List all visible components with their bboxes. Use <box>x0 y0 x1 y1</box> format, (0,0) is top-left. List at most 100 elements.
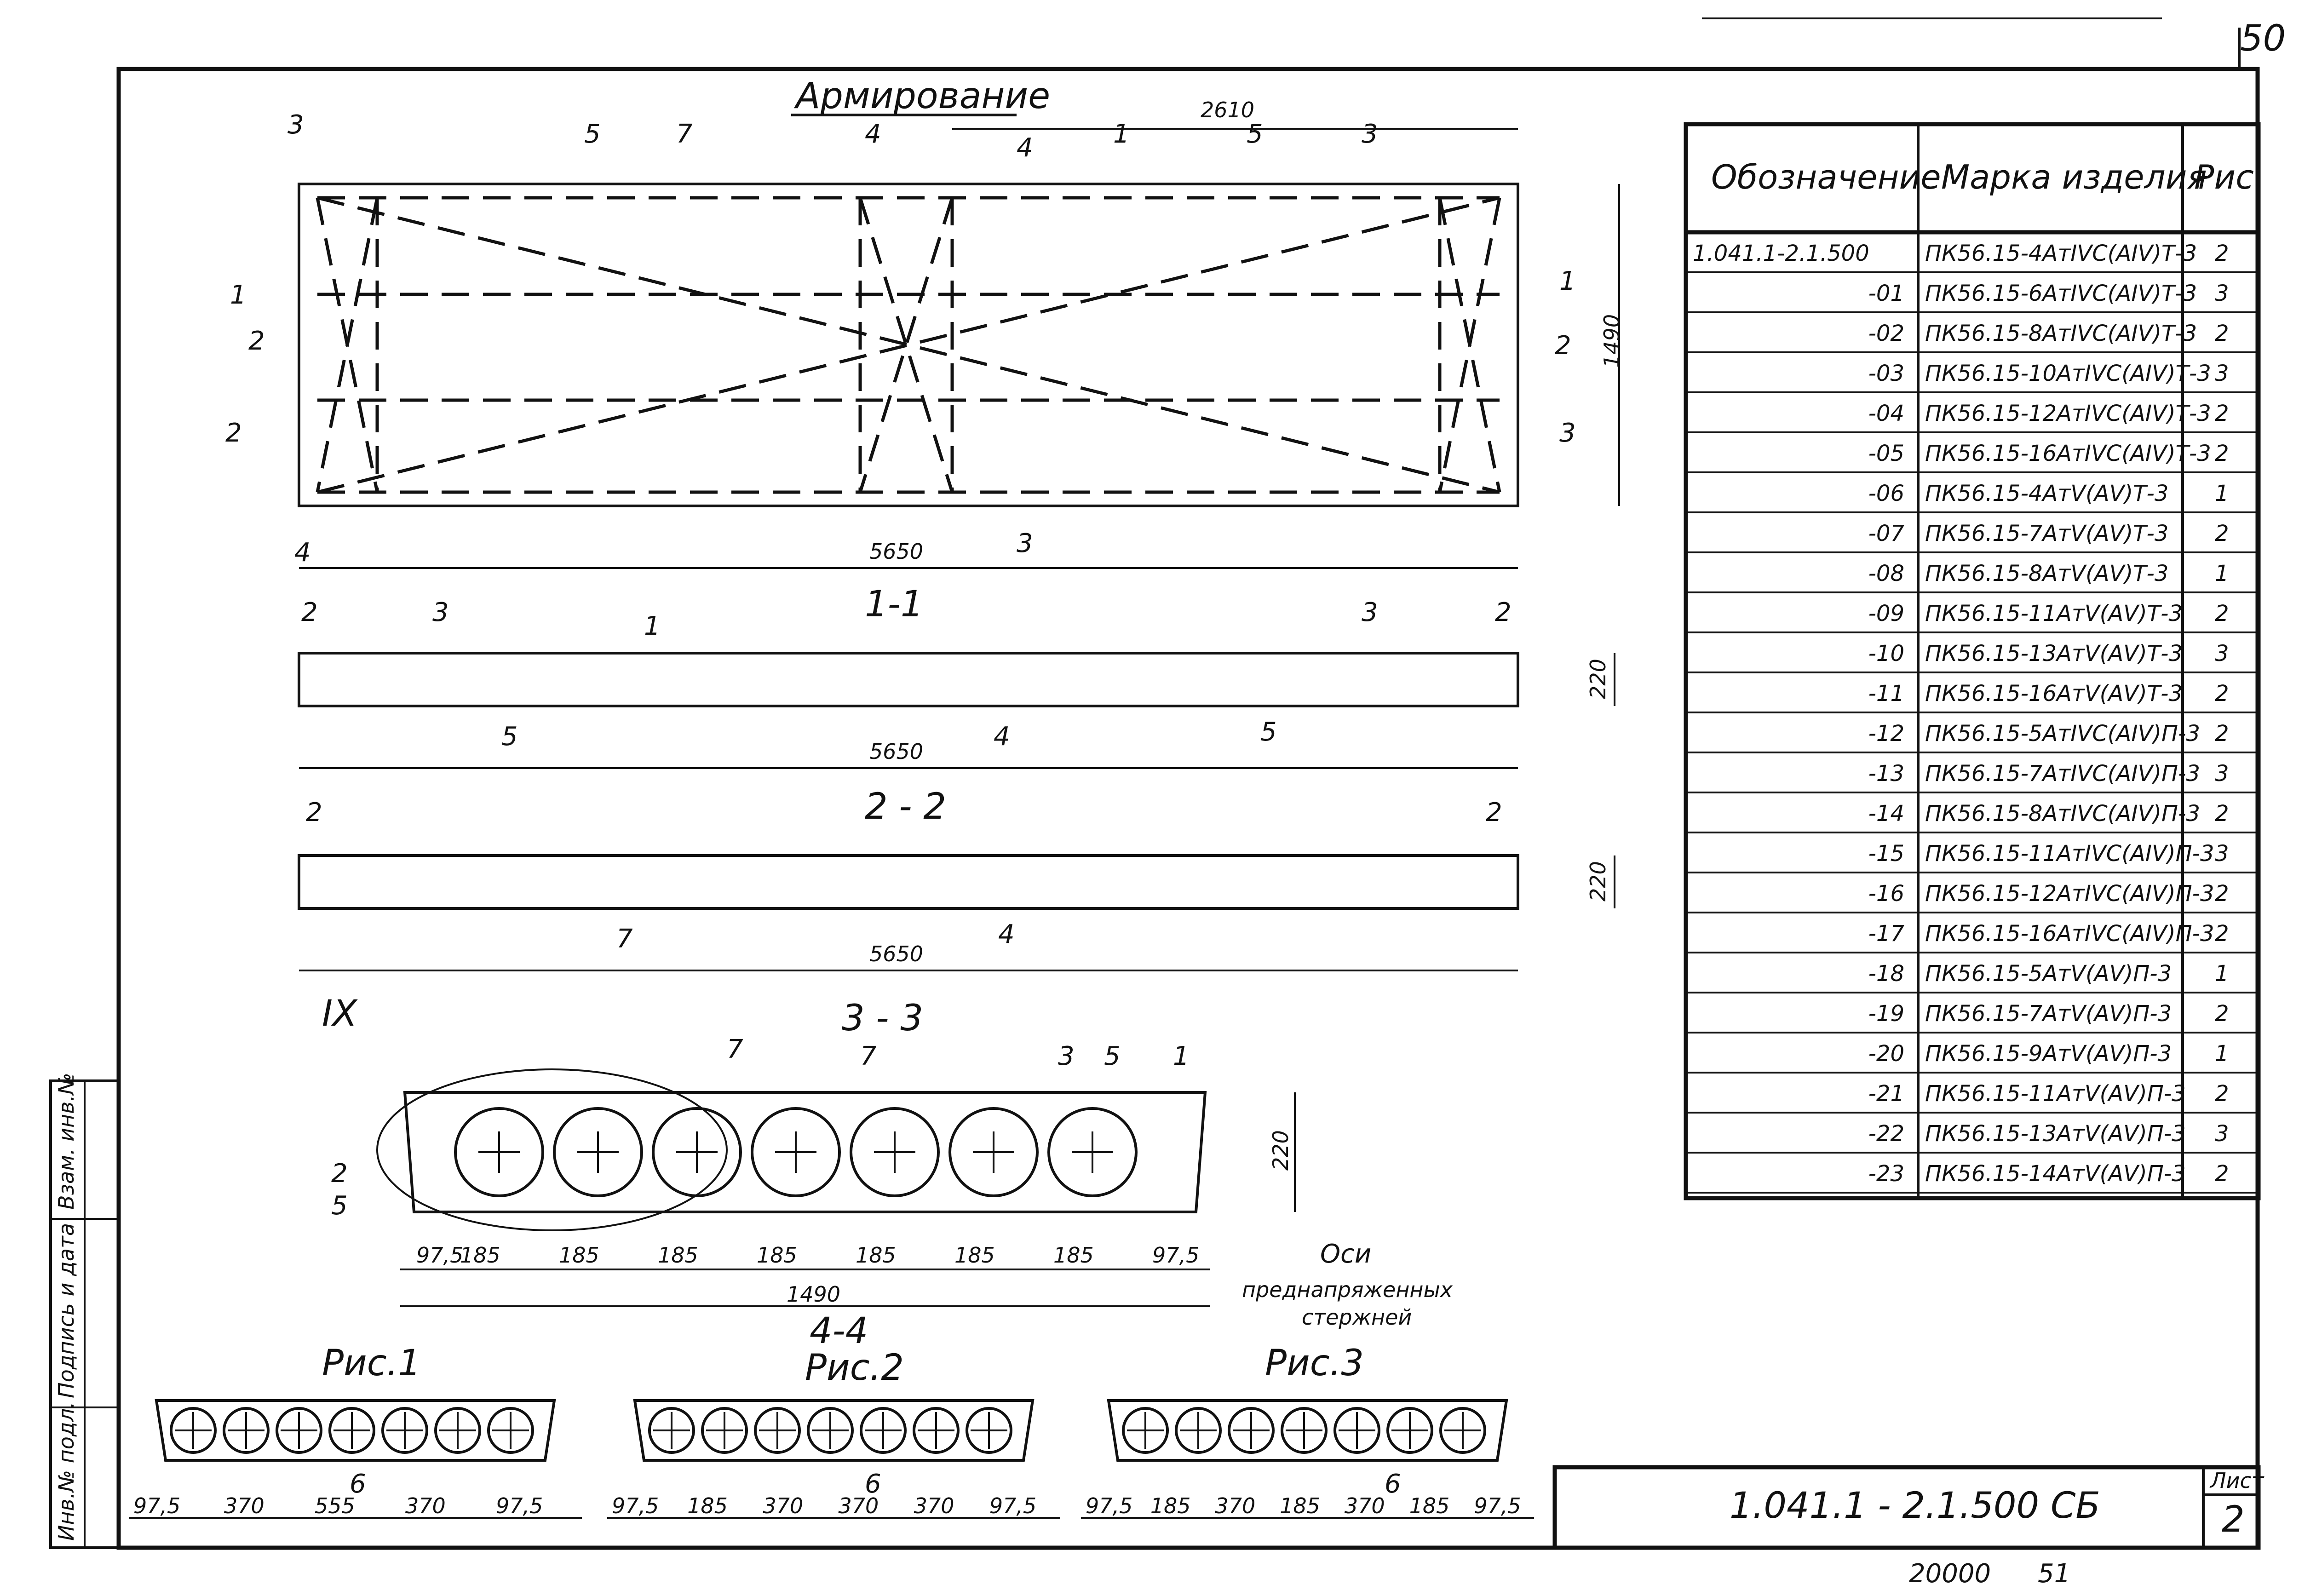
table-cell-fig: 1 <box>2215 1041 2229 1067</box>
hollow-core <box>1047 1107 1138 1197</box>
section-2-2-title: 2 - 2 <box>865 786 946 827</box>
plan-marker: 4 <box>865 119 881 149</box>
plan-marker: 1 <box>1559 266 1576 296</box>
figure-core <box>1281 1407 1328 1454</box>
table-header-fig: Рис. <box>2194 158 2265 196</box>
figure-core <box>701 1407 748 1454</box>
table-cell-designation: -08 <box>1868 561 1904 586</box>
table-cell-fig: 1 <box>2215 481 2229 506</box>
spacing-label: 185 <box>460 1243 500 1268</box>
hollow-core <box>850 1107 940 1197</box>
figure-dim: 555 <box>315 1493 355 1518</box>
figure-marker: 6 <box>1385 1469 1401 1499</box>
table-cell-designation: -07 <box>1868 521 1905 546</box>
figure-dim: 370 <box>1345 1493 1385 1518</box>
figure-dim: 185 <box>1280 1493 1320 1518</box>
table-cell-designation: 1.041.1-2.1.500 <box>1693 241 1869 266</box>
hollow-core <box>948 1107 1039 1197</box>
table-cell-fig: 3 <box>2215 841 2229 867</box>
stamp-replace-label: Взам. инв.№ <box>54 1073 79 1210</box>
table-cell-designation: -02 <box>1868 321 1904 346</box>
plan-marker: 5 <box>1247 119 1263 149</box>
plan-view: Армирование 5650 2610 1490 <box>225 75 1624 569</box>
section-2-2-height: 220 <box>1586 861 1610 901</box>
table-cell-mark: ПК56.15-13АтV(АV)П-3 <box>1925 1121 2186 1147</box>
section-2-2-label: 4 <box>998 919 1015 949</box>
table-cell-fig: 2 <box>2215 521 2229 546</box>
section-2-2-length: 5650 <box>869 942 923 966</box>
table-cell-fig: 2 <box>2215 1081 2229 1107</box>
plan-marker: 2 <box>225 418 242 448</box>
stamp-inv-label: Инв.№ подл. <box>54 1401 79 1541</box>
plan-marker: 3 <box>287 110 304 140</box>
figure-dim: 370 <box>839 1493 879 1518</box>
figure-caption: Рис.1 <box>322 1343 421 1384</box>
table-cell-designation: -18 <box>1868 961 1904 987</box>
figure-core <box>381 1407 428 1454</box>
table-cell-fig: 2 <box>2215 1001 2229 1027</box>
section-1-1-title: 1-1 <box>865 584 923 625</box>
table-cell-fig: 3 <box>2215 1121 2229 1147</box>
section-3-3-title: 3 - 3 <box>842 998 923 1039</box>
section-1-1-label: 2 <box>1495 597 1512 627</box>
figure-core <box>1333 1407 1380 1454</box>
table-cell-fig: 3 <box>2215 641 2229 666</box>
figure-core <box>434 1407 481 1454</box>
section-2-2-label: 2 <box>306 798 322 827</box>
bottom-number-right: 51 <box>2038 1559 2070 1589</box>
figure-dim: 185 <box>687 1493 728 1518</box>
figure-cores <box>648 1407 1012 1454</box>
spacing-label: 185 <box>954 1243 995 1268</box>
plan-marker: 1 <box>230 280 247 310</box>
hollow-core <box>553 1107 643 1197</box>
table-cell-fig: 2 <box>2215 1161 2229 1187</box>
figure-dim: 97,5 <box>1086 1493 1132 1518</box>
table-cell-mark: ПК56.15-6АтIVС(АIV)Т-3 <box>1925 281 2197 306</box>
table-header-designation: Обозначение <box>1711 158 1941 196</box>
title-block: 1.041.1 - 2.1.500 СБ Лист 2 <box>1552 1465 2265 1550</box>
table-cell-fig: 2 <box>2215 801 2229 827</box>
figure-caption: Рис.3 <box>1265 1343 1364 1384</box>
table-cell-mark: ПК56.15-12АтIVС(АIV)Т-3 <box>1925 401 2211 426</box>
table-cell-fig: 3 <box>2215 281 2229 306</box>
plan-reinforcement <box>316 196 1501 494</box>
table-cell-mark: ПК56.15-7АтV(АV)Т-3 <box>1925 521 2168 546</box>
table-cell-fig: 1 <box>2215 561 2229 586</box>
figure-core <box>1122 1407 1169 1454</box>
plan-title: Армирование <box>793 75 1050 117</box>
table-cell-mark: ПК56.15-16АтIVС(АIV)Т-3 <box>1925 441 2211 466</box>
section-3-3-label: 1 <box>1173 1041 1190 1071</box>
table-cell-mark: ПК56.15-11АтV(АV)Т-3 <box>1925 601 2183 626</box>
table-cell-designation: -12 <box>1868 721 1904 746</box>
page-number: 50 <box>2240 18 2286 59</box>
hollow-cores <box>454 1107 1138 1197</box>
plan-marker: 4 <box>1017 133 1033 163</box>
figure-dim: 97,5 <box>1474 1493 1521 1518</box>
table-cell-mark: ПК56.15-11АтV(АV)П-3 <box>1925 1081 2186 1107</box>
figure-core <box>276 1407 322 1454</box>
side-stamp: Инв.№ подл. Подпись и дата Взам. инв.№ <box>49 1073 120 1549</box>
plan-dim-mid: 2610 <box>1201 98 1254 122</box>
figure-core <box>1175 1407 1222 1454</box>
table-cell-designation: -13 <box>1868 761 1904 787</box>
figure-cores <box>170 1407 534 1454</box>
table-cell-fig: 2 <box>2215 681 2229 706</box>
plan-marker: 2 <box>248 326 265 356</box>
figure-core <box>487 1407 534 1454</box>
plan-marker: 5 <box>584 119 601 149</box>
spacing-label: 97,5 <box>1152 1243 1199 1268</box>
table-cell-mark: ПК56.15-7АтV(АV)П-3 <box>1925 1001 2172 1027</box>
table-cell-fig: 3 <box>2215 761 2229 787</box>
table-cell-designation: -09 <box>1868 601 1904 626</box>
figure-dim: 370 <box>224 1493 264 1518</box>
section-1-1-label: 2 <box>301 597 318 627</box>
spacing-label: 185 <box>1053 1243 1094 1268</box>
designation-table: Обозначение Марка изделия Рис. 1.041.1-2… <box>1684 122 2265 1200</box>
table-cell-mark: ПК56.15-10АтIVС(АIV)Т-3 <box>1925 361 2211 386</box>
figure-above-label: 4-4 <box>810 1310 868 1352</box>
table-cell-mark: ПК56.15-14АтV(АV)П-3 <box>1925 1161 2186 1187</box>
figure-core <box>170 1407 217 1454</box>
